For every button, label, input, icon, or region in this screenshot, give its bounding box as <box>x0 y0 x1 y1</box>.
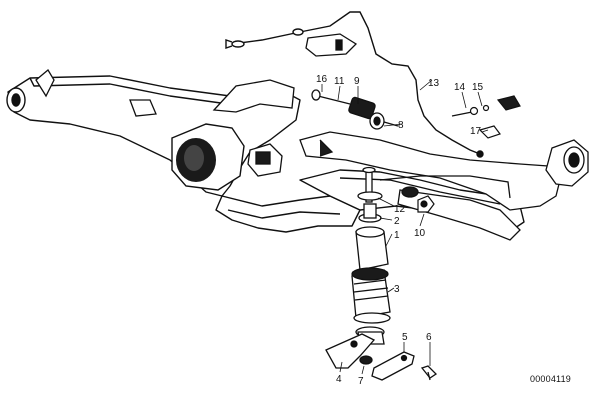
mount-stack <box>351 166 391 345</box>
callout-4: 4 <box>336 374 342 385</box>
callout-12: 12 <box>394 204 406 215</box>
sensor-fasteners <box>451 95 521 139</box>
cable-bracket-16 <box>305 33 358 57</box>
callout-11: 11 <box>334 76 345 87</box>
leader-lines <box>321 79 489 375</box>
callout-15: 15 <box>472 82 484 93</box>
callout-10: 10 <box>414 228 426 239</box>
frame-bracket <box>35 69 295 177</box>
callout-6: 6 <box>426 332 432 343</box>
bolt-assembly <box>311 89 399 130</box>
callout-1: 1 <box>394 230 400 241</box>
diagram-part-number: 00004119 <box>530 374 571 384</box>
callout-3: 3 <box>394 284 400 295</box>
nut-10 <box>417 195 435 213</box>
callout-8: 8 <box>398 120 404 131</box>
callout-17: 17 <box>470 126 482 137</box>
callout-5: 5 <box>402 332 408 343</box>
callout-13: 13 <box>428 78 440 89</box>
differential-mount <box>171 123 245 191</box>
sensor-cable <box>225 11 484 158</box>
callout-16: 16 <box>316 74 328 85</box>
lower-brackets <box>325 333 438 381</box>
trailing-arm <box>299 131 589 241</box>
callout-labels: 16 11 9 8 13 14 15 17 12 2 1 10 3 4 7 5 … <box>316 74 484 387</box>
callout-7: 7 <box>358 376 364 387</box>
callout-2: 2 <box>394 216 400 227</box>
callout-14: 14 <box>454 82 466 93</box>
callout-9: 9 <box>354 76 360 87</box>
